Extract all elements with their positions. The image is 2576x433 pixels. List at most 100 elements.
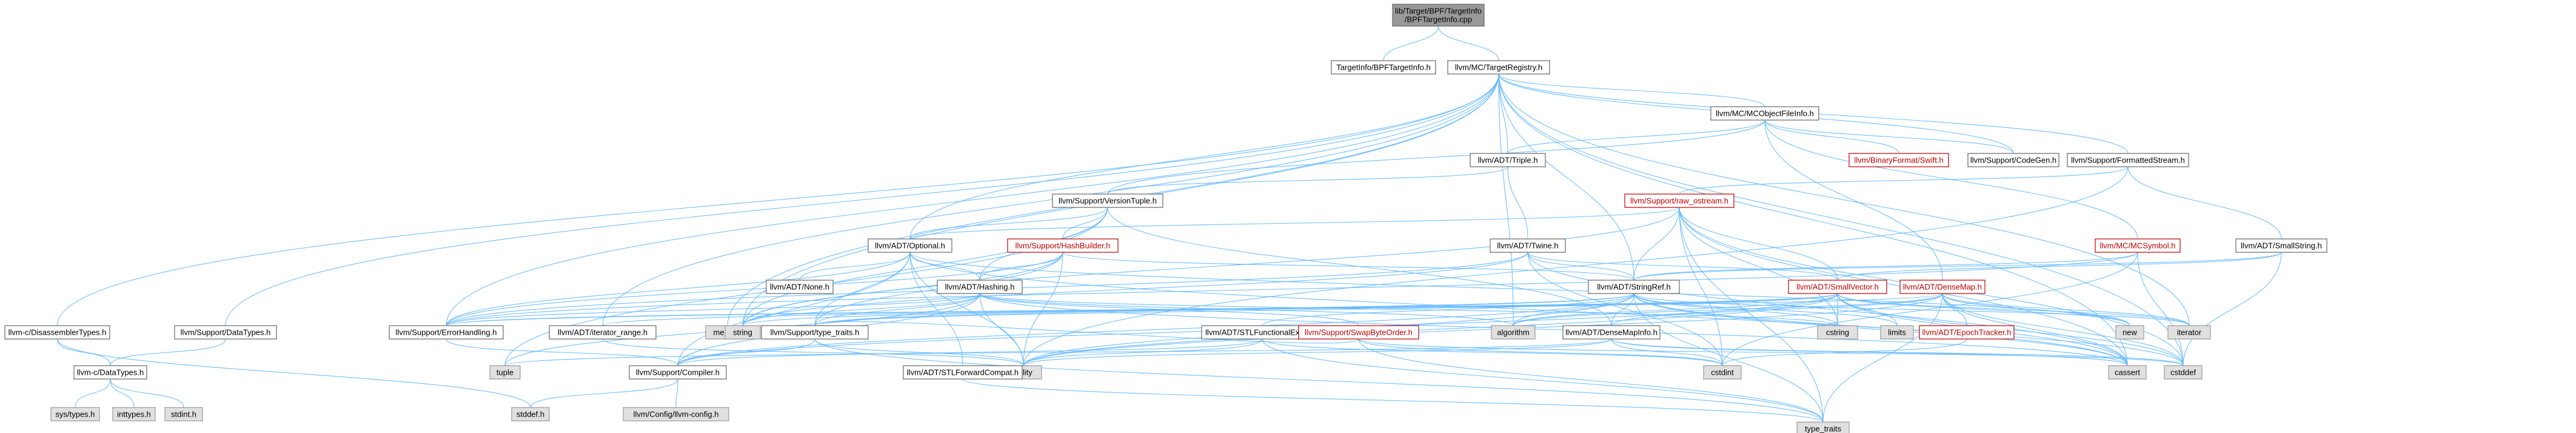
node-treg[interactable]: llvm/MC/TargetRegistry.h [1447,60,1550,75]
node-rawos[interactable]: llvm/Support/raw_ostream.h [1624,193,1735,208]
edge-dmap-to-cstddef [1942,293,2184,366]
node-sbo[interactable]: llvm/Support/SwapByteOrder.h [1298,325,1419,340]
node-label: llvm/Support/HashBuilder.h [1015,241,1111,250]
edge-dmi-to-utility [1023,338,1612,366]
node-sref[interactable]: llvm/ADT/StringRef.h [1588,280,1680,294]
node-cstddef: cstddef [2164,365,2203,380]
edge-opt-to-hashing [909,252,980,281]
node-label: stddef.h [517,410,544,419]
edge-opt-to-errh [446,252,911,326]
node-label: llvm-c/DataTypes.h [77,368,144,377]
node-cdt[interactable]: llvm-c/DataTypes.h [73,365,147,380]
node-label: llvm/Support/CodeGen.h [1970,156,2056,165]
edge-dmi-to-cstdint [1611,338,1723,366]
edge-mcsym-to-cstdint [1722,252,2138,366]
edge-triple-to-twine [1507,166,1528,240]
edge-dmap-to-errh [446,293,1943,326]
edge-sref-to-compiler [677,293,1634,366]
node-label: llvm/ADT/Triple.h [1477,156,1537,165]
edge-compiler-to-llvmconfig [675,378,678,408]
edge-dmap-to-epoch [1942,293,1967,326]
node-opt[interactable]: llvm/ADT/Optional.h [868,238,952,253]
node-label: llvm/ADT/STLForwardCompat.h [907,368,1019,377]
edge-rawos-to-cstdint [1679,207,1723,366]
node-disas[interactable]: llvm-c/DisassemblerTypes.h [4,325,110,340]
node-vt[interactable]: llvm/Support/VersionTuple.h [1052,193,1163,208]
edge-disas-to-cdt [56,338,111,366]
node-ti[interactable]: TargetInfo/BPFTargetInfo.h [1331,60,1436,75]
node-bfswift[interactable]: llvm/BinaryFormat/Swift.h [1848,153,1949,167]
node-stdint: stdint.h [164,407,203,421]
node-root[interactable]: lib/Target/BPF/TargetInfo/BPFTargetInfo.… [1392,4,1485,27]
edge-fstream-to-utility [1023,166,2129,366]
edge-sbo-to-cstddef [1358,338,2184,366]
edge-cdt-to-stdint [110,378,184,408]
node-mcsym[interactable]: llvm/MC/MCSymbol.h [2095,238,2181,253]
node-label: llvm/ADT/SmallString.h [2241,241,2322,250]
node-mcoff[interactable]: llvm/MC/MCObjectFileInfo.h [1710,106,1819,121]
node-hb[interactable]: llvm/Support/HashBuilder.h [1007,238,1119,253]
node-fstream[interactable]: llvm/Support/FormattedStream.h [2067,153,2189,167]
node-label: llvm/ADT/STLFunctionalExtras.h [1205,328,1319,337]
node-triple[interactable]: llvm/ADT/Triple.h [1470,153,1546,167]
edge-itr-to-utility [602,338,1024,366]
edge-fstream-to-sstr [2127,166,2282,240]
node-label: llvm/Support/DataTypes.h [181,328,271,337]
edge-sref-to-stlfe [1262,293,1634,326]
node-stlfc[interactable]: llvm/ADT/STLForwardCompat.h [903,365,1023,380]
edge-dmap-to-dmi [1611,293,1943,326]
node-label: cstdint [1711,368,1734,377]
edge-sref-to-algorithm [1513,293,1634,326]
node-itr[interactable]: llvm/ADT/iterator_range.h [549,325,657,340]
edge-stlfe-to-cstdint [1262,338,1723,366]
node-twine[interactable]: llvm/ADT/Twine.h [1490,238,1566,253]
node-codegen[interactable]: llvm/Support/CodeGen.h [1967,153,2059,167]
node-stlfe[interactable]: llvm/ADT/STLFunctionalExtras.h [1201,325,1323,340]
node-errh[interactable]: llvm/Support/ErrorHandling.h [389,325,504,340]
node-sstr[interactable]: llvm/ADT/SmallString.h [2235,238,2327,253]
edge-treg-to-opt [909,73,1499,240]
node-epoch[interactable]: llvm/ADT/EpochTracker.h [1919,325,2015,340]
edge-tt-to-utility [814,338,1024,366]
edge-dmap-to-algorithm [1513,293,1943,326]
node-dmi[interactable]: llvm/ADT/DenseMapInfo.h [1562,325,1661,340]
node-suppdt[interactable]: llvm/Support/DataTypes.h [174,325,277,340]
node-label: stdint.h [171,410,196,419]
node-tt[interactable]: llvm/Support/type_traits.h [761,325,869,340]
edge-sref-to-limits [1633,293,1898,326]
edge-hb-to-hashing [979,252,1063,281]
node-label: llvm/Config/llvm-config.h [634,410,719,419]
node-label: llvm/ADT/EpochTracker.h [1922,328,2012,337]
edge-mcoff-to-codegen [1764,119,2014,154]
edge-sbo-to-cstdint [1358,338,1723,366]
edge-mcoff-to-triple [1507,119,1765,154]
edge-sbo-to-typetraits [1358,338,1824,423]
edge-fstream-to-rawos [1679,166,2129,195]
node-label: llvm/Support/Compiler.h [636,368,720,377]
node-llvmconfig: llvm/Config/llvm-config.h [623,407,729,421]
node-compiler[interactable]: llvm/Support/Compiler.h [629,365,727,380]
node-hashing[interactable]: llvm/ADT/Hashing.h [937,280,1023,294]
node-label: iterator [2177,328,2202,337]
node-label: tuple [497,368,514,377]
node-label: llvm/MC/MCObjectFileInfo.h [1716,109,1814,118]
edge-twine-to-sref [1527,252,1634,281]
edge-sstr-to-cstddef [2183,252,2282,366]
node-label: llvm/ADT/SmallVector.h [1796,283,1879,292]
edge-stlfe-to-utility [1023,338,1263,366]
node-label: llvm/Support/VersionTuple.h [1059,196,1157,206]
edge-mcoff-to-vt [1107,119,1765,195]
edge-stlfc-to-typetraits [962,378,1824,423]
edge-stlfe-to-typetraits [1262,338,1824,423]
edge-opt-to-stlfc [909,252,963,366]
edge-treg-to-mcoff [1498,73,1765,107]
node-label: llvm/Support/FormattedStream.h [2071,156,2185,165]
node-none[interactable]: llvm/ADT/None.h [766,280,834,294]
node-svec[interactable]: llvm/ADT/SmallVector.h [1788,280,1887,294]
edge-dmi-to-tuple [504,338,1612,366]
node-label: sys/types.h [55,410,95,419]
node-label: cstddef [2170,368,2196,377]
edge-sstr-to-svec [1837,252,2282,281]
edge-treg-to-disas [56,73,1499,326]
node-dmap[interactable]: llvm/ADT/DenseMap.h [1899,280,1986,294]
